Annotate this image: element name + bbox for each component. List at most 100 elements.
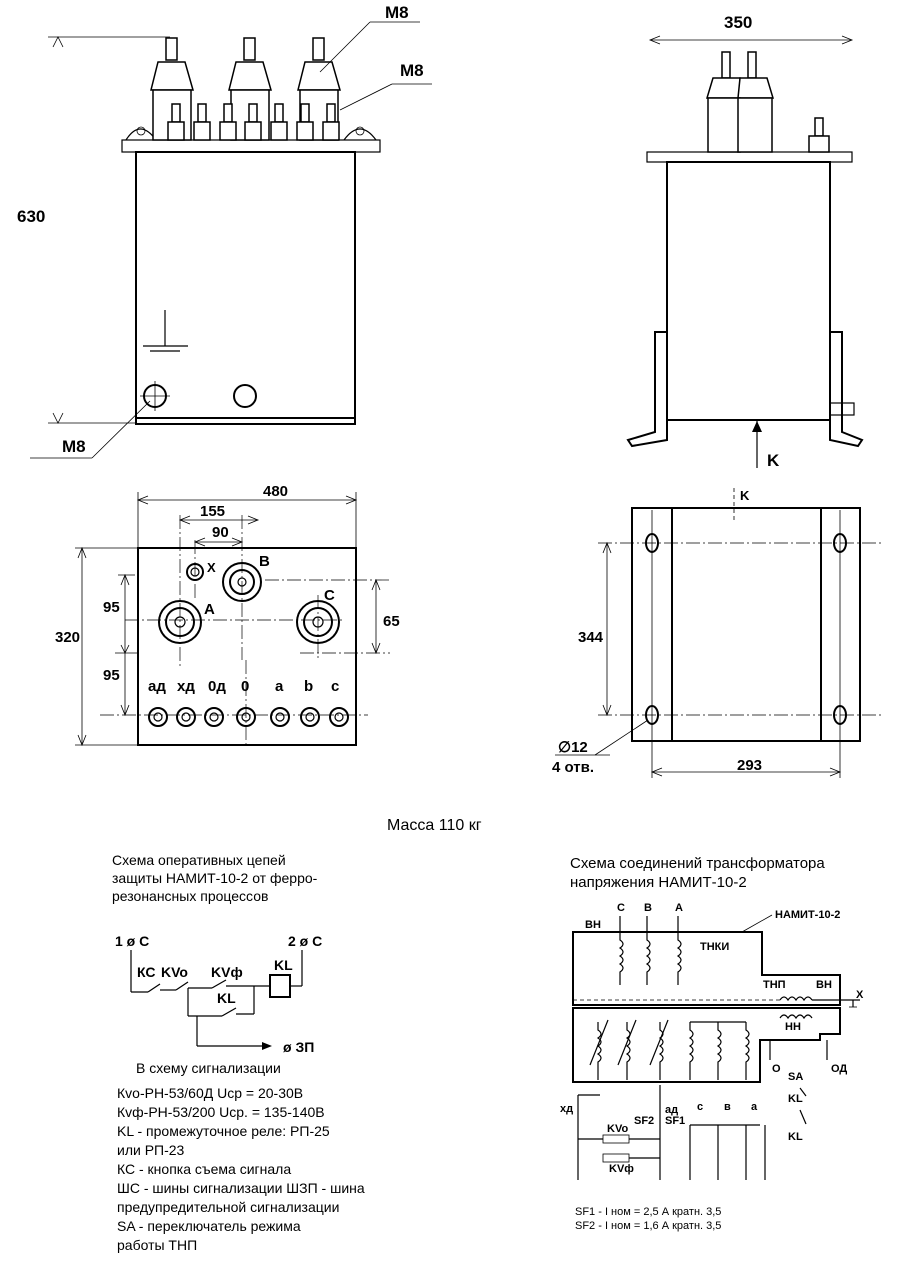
top-cover	[137, 547, 357, 746]
legend-line-1: Кvо-РН-53/60Д Uср = 20-30В	[117, 1085, 303, 1101]
nn-label: НН	[785, 1021, 801, 1033]
front-flange	[121, 139, 381, 153]
bus1-label: 1 ø С	[115, 933, 149, 949]
protection-title-3: резонансных процессов	[112, 888, 268, 904]
mass-label: Масса 110 кг	[387, 817, 482, 834]
lv-label-0d: 0д	[208, 678, 226, 695]
label-m8-top: M8	[385, 3, 409, 22]
label-x: X	[207, 560, 216, 575]
kvf-coil-label: KVф	[609, 1163, 634, 1175]
lv-label-a: a	[275, 678, 284, 695]
dim-90: 90	[212, 524, 229, 541]
protection-title-2: защиты НАМИТ-10-2 от ферро-	[112, 870, 318, 886]
dim-630: 630	[17, 207, 45, 226]
kl1-label: KL	[788, 1093, 803, 1105]
xd-label: хд	[560, 1103, 573, 1115]
v-out-label: в	[724, 1101, 731, 1113]
connection-title-2: напряжения НАМИТ-10-2	[570, 874, 747, 891]
dim-350: 350	[724, 13, 752, 32]
bus2-label: 2 ø С	[288, 933, 322, 949]
legend-line-9: работы ТНП	[117, 1237, 197, 1253]
dim-65: 65	[383, 613, 400, 630]
c-out-label: с	[697, 1101, 703, 1113]
dim-320: 320	[55, 629, 80, 646]
dim-480: 480	[263, 483, 288, 500]
legend-line-5: КС - кнопка съема сигнала	[117, 1161, 291, 1177]
tnp-label: ТНП	[763, 979, 786, 991]
phase-a-label: А	[675, 902, 683, 914]
sa-label: SA	[788, 1071, 803, 1083]
label-c: C	[324, 587, 335, 604]
lv-terminals	[148, 707, 349, 727]
label-m8-bottom: M8	[62, 437, 86, 456]
kl2-label: KL	[788, 1131, 803, 1143]
dim-293: 293	[737, 757, 762, 774]
vn2-label: ВН	[816, 979, 832, 991]
lv-label-0: 0	[241, 678, 249, 695]
front-tank	[135, 151, 356, 425]
label-hole-dia: ∅12	[558, 739, 588, 756]
zp-label: ø ЗП	[283, 1039, 314, 1055]
base-view: K 344 293 ∅12 4 отв.	[552, 488, 882, 778]
legend-line-3: KL - промежуточное реле: РП-25	[117, 1123, 330, 1139]
model-label: НАМИТ-10-2	[775, 909, 840, 921]
connection-scheme: Схема соединений трансформатора напряжен…	[560, 855, 864, 1232]
label-m8-side: M8	[400, 61, 424, 80]
hv-terminal-c	[296, 600, 340, 644]
tnki-label: ТНКИ	[700, 941, 729, 953]
hv-terminal-a	[158, 600, 202, 644]
front-view: 630 M8 M8 M8	[17, 3, 432, 459]
hv-terminal-b	[222, 562, 262, 602]
kl-coil	[269, 974, 291, 998]
side-tank	[666, 161, 831, 421]
o-label: О	[772, 1063, 781, 1075]
phase-c-label: С	[617, 902, 625, 914]
protection-scheme: Схема оперативных цепей защиты НАМИТ-10-…	[112, 852, 365, 1253]
sf2-label: SF2	[634, 1115, 654, 1127]
dim-95-top: 95	[103, 599, 120, 616]
ad-label: ад	[665, 1104, 678, 1116]
dim-95-bottom: 95	[103, 667, 120, 684]
kvo-label: KVo	[161, 964, 188, 980]
sf1-label: SF1	[665, 1115, 685, 1127]
legend-line-2: Кvф-РН-53/200 Uср. = 135-140В	[117, 1104, 325, 1120]
kl-contact-label: KL	[217, 990, 236, 1006]
side-view: 350 K	[626, 13, 864, 470]
kvf-label: KVф	[211, 964, 243, 980]
lv-label-b: b	[304, 678, 313, 695]
hv-coils	[618, 916, 682, 985]
connection-title-1: Схема соединений трансформатора	[570, 855, 825, 872]
phase-b-label: В	[644, 902, 652, 914]
ks-label: КС	[137, 964, 155, 980]
sf1-note: SF1 - I ном = 2,5 А кратн. 3,5	[575, 1206, 721, 1218]
label-k-view: K	[767, 451, 780, 470]
ground-symbol	[143, 310, 188, 352]
dim-155: 155	[200, 503, 225, 520]
label-b: B	[259, 553, 270, 570]
lv-label-xd: хд	[177, 678, 195, 695]
signal-label: В схему сигнализации	[136, 1060, 281, 1076]
lv-coils	[589, 1019, 750, 1080]
legend-line-7: предупредительной сигнализации	[117, 1199, 339, 1215]
a-out-label: а	[751, 1101, 758, 1113]
sf2-note: SF2 - I ном = 1,6 А кратн. 3,5	[575, 1220, 721, 1232]
dim-344: 344	[578, 629, 604, 646]
vn-label: ВН	[585, 919, 601, 931]
legend-line-4: или РП-23	[117, 1142, 185, 1158]
label-hole-count: 4 отв.	[552, 759, 594, 776]
lv-studs-front	[167, 103, 340, 141]
label-a: A	[204, 601, 215, 618]
kvo-coil-label: KVo	[607, 1123, 628, 1135]
protection-title-1: Схема оперативных цепей	[112, 852, 286, 868]
od-label: ОД	[831, 1063, 847, 1075]
x-label: Х	[856, 989, 864, 1001]
lv-label-ad: ад	[148, 678, 166, 695]
lv-label-c: c	[331, 678, 339, 695]
label-k-top: K	[740, 488, 750, 503]
legend-line-8: SA - переключатель режима	[117, 1218, 301, 1234]
legend-line-6: ШС - шины сигнализации ШЗП - шина	[117, 1180, 365, 1196]
top-view: 480 155 90	[55, 483, 400, 747]
kl-coil-label: KL	[274, 957, 293, 973]
terminal-x	[186, 563, 204, 581]
